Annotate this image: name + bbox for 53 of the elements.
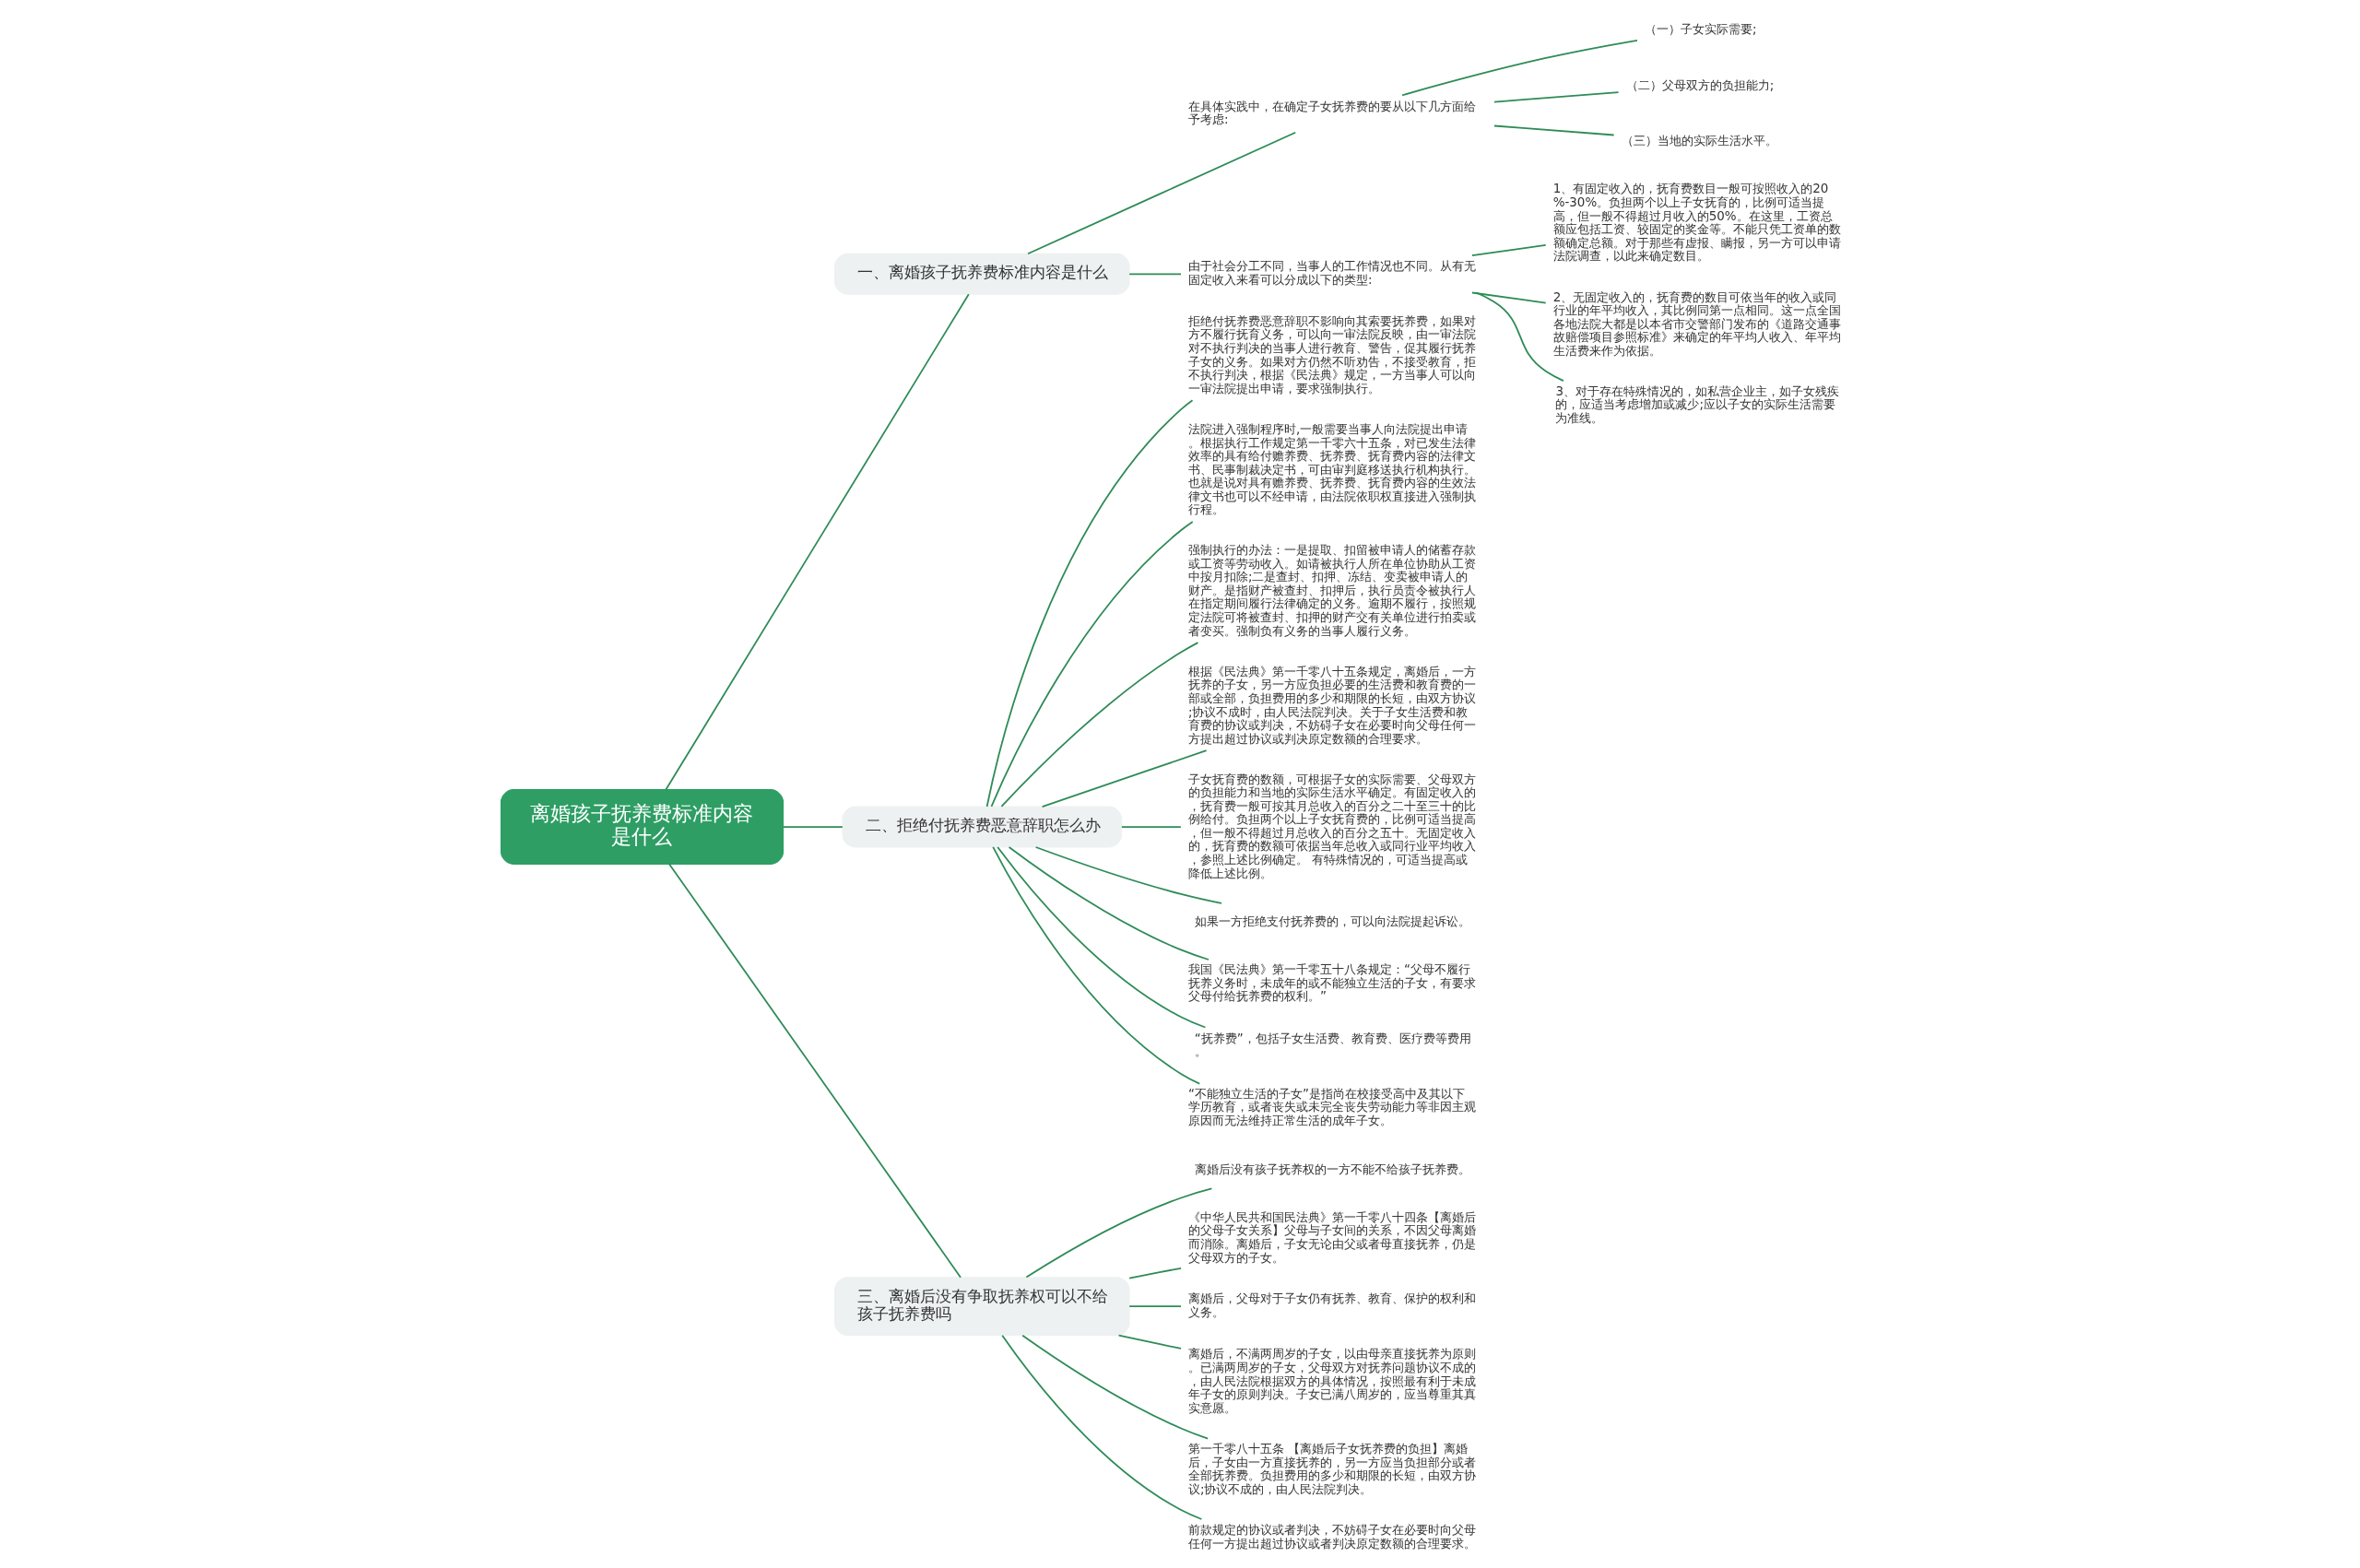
node-text: 由于社会分工不同，当事人的工作情况也不同。从有无固定收入来看可以分成以下的类型: xyxy=(1187,259,1476,288)
node-text: 子女抚育费的数额，可根据子女的实际需要、父母双方的负担能力和当地的实际生活水平确定。有固定收入的，抚育费一般可按其月总收入的百分之二十至三十的比例给付。负担两个以上子女抚育费的，比例可适当提高，但一般不得超过月总收入的百分之五十。无固定收入的，抚育费的数额可依据当年总收入或同行业平均收入，参照上述比例确定。 有特殊情况的，可适当提高或降低上述比例。 xyxy=(1187,772,1476,880)
node-text: 《中华人民共和国民法典》第一千零八十四条【离婚后的父母子女关系】父母与子女间的关系，不因父母离婚而消除。离婚后，子女无论由父或者母直接抚养，仍是父母双方的子女。 xyxy=(1187,1209,1476,1265)
node-text: 3、对于存在特殊情况的，如私营企业主，如子女残疾的，应适当考虑增加或减少;应以子女的实际生活需要为准线。 xyxy=(1555,383,1840,425)
connector xyxy=(665,293,970,791)
node-text: 1、有固定收入的，抚育费数目一般可按照收入的20%-30%。负担两个以上子女抚育的，比例可适当提高，但一般不得超过月收入的50%。在这里，工资总额应包括工资、较固定的奖金等。不能只凭工资单的数额确定总额。对于那些有虚报、瞒报，另一方可以申请法院调查，以此来确定数目。 xyxy=(1552,182,1841,264)
node-box: 离婚孩子抚养费标准内容是什么 xyxy=(500,789,785,865)
connector xyxy=(1001,1334,1203,1520)
connector xyxy=(1471,291,1547,304)
connector xyxy=(783,826,844,828)
node-text: 前款规定的协议或者判决，不妨碍子女在必要时向父母任何一方提出超过协议或者判决原定数额的合理要求。 xyxy=(1187,1523,1476,1551)
connector xyxy=(1128,1267,1182,1279)
node-box: 一、离婚孩子抚养费标准内容是什么 xyxy=(834,253,1130,295)
connector xyxy=(992,846,1201,1085)
node-text: 离婚后，不满两周岁的子女，以由母亲直接抚养为原则。已满两周岁的子女，父母双方对抚养问题协议不成的，由人民法院根据双方的具体情况，按照最有利于未成年子女的原则判决。子女已满八周岁的，应当尊重其真实意愿。 xyxy=(1187,1347,1476,1415)
node-text: 第一千零八十五条 【离婚后子女抚养费的负担】离婚后，子女由一方直接抚养的，另一方应当负担部分或者全部抚养费。负担费用的多少和期限的长短，由双方协议;协议不成的，由人民法院判决。 xyxy=(1187,1441,1476,1496)
node-text: “不能独立生活的子女”是指尚在校接受高中及其以下学历教育，或者丧失或未完全丧失劳动能力等非因主观原因而无法维持正常生活的成年子女。 xyxy=(1187,1086,1476,1127)
node-text: 根据《民法典》第一千零八十五条规定，离婚后，一方抚养的子女，另一方应负担必要的生活费和教育费的一部或全部，负担费用的多少和期限的长短，由双方协议;协议不成时，由人民法院判决。关于子女生活费和教育费的协议或判决，不妨碍子女在必要时向父母任何一方提出超过协议或判决原定数额的合理要求。 xyxy=(1187,664,1476,746)
node-text: 如果一方拒绝支付抚养费的，可以向法院提起诉讼。 xyxy=(1194,914,1470,928)
node-text: 在具体实践中，在确定子女抚养费的要从以下几方面给予考虑: xyxy=(1187,99,1476,127)
connector xyxy=(1471,244,1547,256)
node-text: （二）父母双方的负担能力; xyxy=(1625,77,1775,92)
node-text: “抚养费”，包括子女生活费、教育费、医疗费等费用。 xyxy=(1194,1031,1471,1059)
connector xyxy=(1401,39,1638,97)
connector xyxy=(1128,273,1182,276)
connector xyxy=(1128,1305,1182,1308)
connector xyxy=(668,863,962,1279)
node-box: 二、拒绝付抚养费恶意辞职怎么办 xyxy=(842,806,1123,848)
node-text: 我国《民法典》第一千零五十八条规定：“父母不履行抚养义务时，未成年的或不能独立生活的子女，有要求父母付给抚养费的权利。” xyxy=(1187,962,1476,1004)
node-text: 拒绝付抚养费恶意辞职不影响向其索要抚养费，如果对方不履行抚育义务，可以向一审法院反映，由一审法院对不执行判决的当事人进行教育、警告，促其履行抚养子女的义务。如果对方仍然不听劝告，不接受教育，拒不执行判决，根据《民法典》规定，一方当事人可以向一审法院提出申请，要求强制执行。 xyxy=(1187,313,1476,395)
node-box: 三、离婚后没有争取抚养权可以不给孩子抚养费吗 xyxy=(834,1277,1130,1337)
connector xyxy=(1475,291,1564,383)
node-text: 强制执行的办法：一是提取、扣留被申请人的储蓄存款或工资等劳动收入。如请被执行人所在单位协助从工资中按月扣除;二是查封、扣押、冻结、变卖被申请人的财产。是指财产被查封、扣押后，执行员责令被执行人在指定期间履行法律确定的义务。逾期不履行，按照规定法院可将被查封、扣押的财产交有关单位进行拍卖或者变买。强制负有义务的当事人履行义务。 xyxy=(1187,543,1476,638)
connector xyxy=(1000,642,1199,808)
connector xyxy=(1025,1187,1213,1279)
connector xyxy=(1021,1334,1210,1440)
node-text: 离婚后，父母对于子女仍有抚养、教育、保护的权利和义务。 xyxy=(1187,1291,1476,1319)
connector xyxy=(1120,826,1182,828)
node-text: 法院进入强制程序时,一般需要当事人向法院提出申请。根据执行工作规定第一千零六十五条，对已发生法律效率的具有给付赡养费、抚养费、抚育费内容的法律文书、民事制裁决定书，可由审判庭移送执行机构执行。也就是说对具有赡养费、抚养费、抚育费内容的生效法律文书也可以不经申请，由法院依职权直接进入强制执行程。 xyxy=(1187,422,1476,517)
connector xyxy=(997,846,1207,1029)
connector xyxy=(1117,1334,1182,1350)
node-text: 离婚后没有孩子抚养权的一方不能不给孩子抚养费。 xyxy=(1194,1161,1470,1176)
connector xyxy=(1027,131,1297,255)
connector xyxy=(985,399,1194,808)
node-text: （三）当地的实际生活水平。 xyxy=(1621,134,1777,148)
connector xyxy=(1493,124,1615,136)
connector xyxy=(1493,91,1620,103)
connector xyxy=(1008,846,1210,961)
connector xyxy=(1041,749,1208,808)
node-text: （一）子女实际需要; xyxy=(1644,22,1757,37)
node-text: 2、无固定收入的，抚育费的数目可依当年的收入或同行业的年平均收入，其比例同第一点相同。这一点全国各地法院大都是以本省市交警部门发布的《道路交通事故赔偿项目参照标准》来确定的年平均人收入、年平均生活费来作为依据。 xyxy=(1552,289,1841,358)
connector xyxy=(990,521,1194,808)
connector xyxy=(1034,846,1222,904)
